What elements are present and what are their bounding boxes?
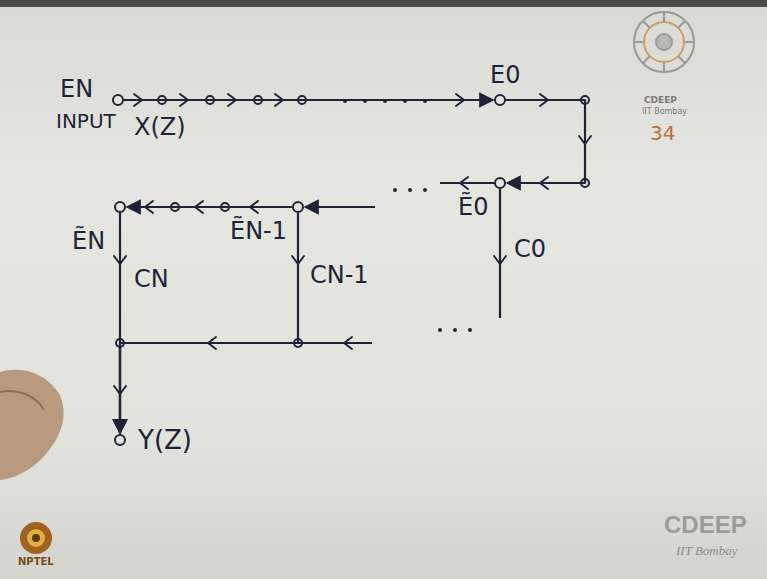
flow-chevron [114, 94, 591, 394]
ellipsis-dots [343, 99, 472, 332]
flow-node: ẼN [114, 201, 126, 213]
flow-branch [506, 100, 585, 183]
node-label: ẼN [72, 228, 105, 256]
logo-text: IIT Bombay [642, 108, 687, 117]
flow-node: Ẽ0 [494, 177, 506, 189]
branch-point [116, 96, 589, 347]
node-label: Ẽ0 [458, 194, 488, 222]
board-edge [0, 0, 767, 7]
node-label: Y(Z) [138, 426, 192, 456]
flow-branch [120, 213, 298, 433]
page-number: 34 [650, 122, 675, 144]
gain-label: CN-1 [310, 262, 369, 290]
presenter-hand [0, 391, 44, 410]
flow-branch [127, 206, 292, 208]
flow-node: E0 [494, 94, 506, 106]
flow-node: ENINPUTX(Z) [112, 94, 124, 106]
flow-branch [124, 99, 493, 101]
nptel-logo [20, 522, 52, 554]
node-label: ẼN-1 [230, 218, 287, 246]
presenter-hand [0, 370, 64, 480]
node-label: INPUT [56, 110, 116, 133]
flow-node: Y(Z) [114, 434, 126, 446]
institute-logo [634, 12, 694, 72]
gain-label: CN [134, 266, 169, 294]
watermark-text: IIT Bombay [676, 544, 738, 558]
node-label: X(Z) [134, 114, 186, 142]
flow-branch [120, 189, 500, 433]
node-label: E0 [490, 62, 520, 90]
node-label: EN [60, 76, 93, 104]
logo-text: NPTEL [18, 556, 54, 567]
watermark-text: CDEEP [664, 512, 747, 538]
gain-label: C0 [514, 236, 546, 264]
flow-node: ẼN-1 [292, 201, 304, 213]
logo-text: CDEEP [644, 96, 677, 106]
